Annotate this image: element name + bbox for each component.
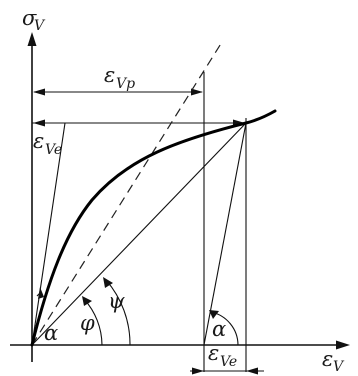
- origin-elastic-line: [31, 122, 66, 346]
- phi-arrow: [82, 296, 92, 306]
- elastic-strain-bottom-arrow-right: [246, 367, 258, 375]
- y-axis-label-sub: V: [34, 18, 46, 34]
- elastic-strain-top-label: ε: [33, 129, 44, 153]
- psi-arc: [105, 279, 131, 346]
- elastic-strain-bottom-label: ε: [208, 341, 219, 365]
- x-axis-label-sub: V: [333, 359, 345, 375]
- total-strain-arrow-right: [191, 88, 203, 96]
- x-axis-label: ε: [322, 347, 333, 371]
- stress-strain-curve: [30, 109, 277, 347]
- y-axis-label: σ: [22, 6, 37, 30]
- phi-label: φ: [80, 311, 95, 335]
- elastic-strain-bottom-arrow-left: [192, 367, 204, 375]
- elastic-strain-top-label-sub: Ve: [45, 142, 62, 158]
- secant-line: [31, 122, 247, 346]
- elastic-strain-bottom-label-sub: Ve: [220, 354, 237, 370]
- unloading-line: [203, 122, 247, 346]
- total-strain-arrow-left: [33, 88, 45, 96]
- x-axis-arrowhead: [336, 340, 350, 350]
- alpha-origin-label: α: [44, 321, 58, 345]
- total-strain-label: ε: [104, 63, 115, 87]
- psi-arrow: [103, 277, 113, 288]
- peak-line-arrow-left: [33, 119, 45, 127]
- alpha-origin-arrow: [38, 287, 44, 299]
- alpha-unload-label: α: [212, 317, 226, 341]
- y-axis-arrowhead: [27, 32, 37, 46]
- alpha-unload-arrow: [209, 310, 219, 319]
- psi-label: ψ: [108, 289, 125, 313]
- total-strain-label-sub: Vp: [116, 76, 135, 92]
